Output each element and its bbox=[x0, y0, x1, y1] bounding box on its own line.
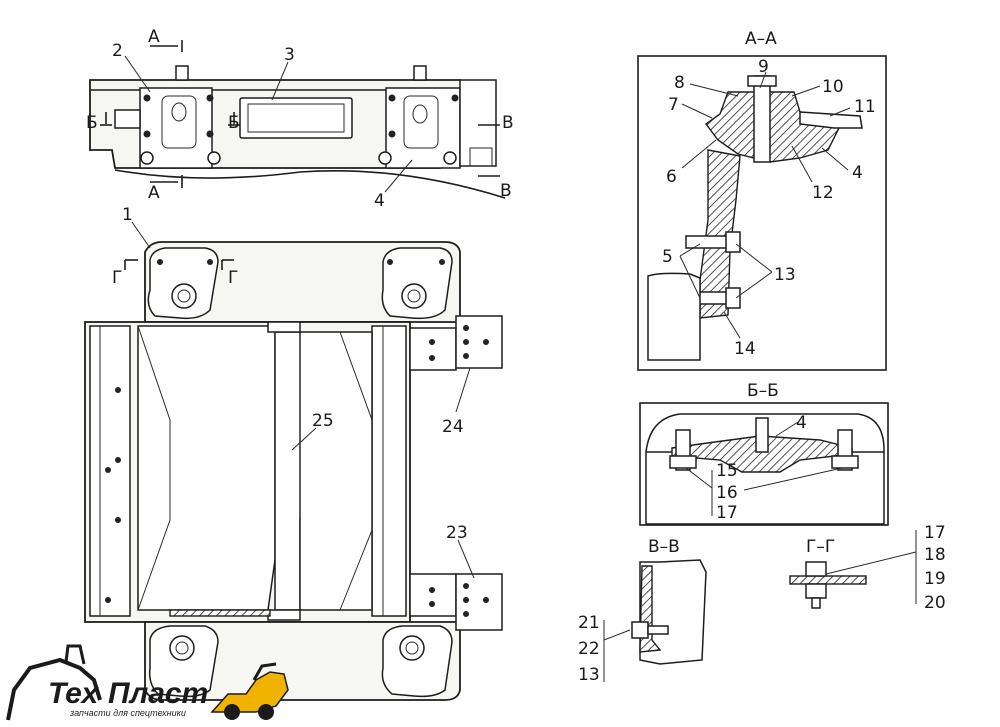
plan-view bbox=[84, 241, 503, 701]
callout-2: 2 bbox=[112, 41, 123, 61]
callout-aa-5: 5 bbox=[662, 247, 673, 267]
brand-name-part1: Тех bbox=[48, 677, 99, 710]
callout-bb-4: 4 bbox=[796, 413, 807, 433]
cut-mark-g-left: Г bbox=[112, 268, 122, 288]
callout-gg-17: 17 bbox=[924, 523, 946, 543]
section-title-bb: Б–Б bbox=[747, 381, 779, 401]
callout-aa-7: 7 bbox=[668, 95, 679, 115]
brand-logo bbox=[6, 644, 289, 721]
callout-aa-13: 13 bbox=[774, 265, 796, 285]
cut-mark-a-bottom: А bbox=[148, 183, 160, 203]
callout-bb-15: 15 bbox=[716, 461, 738, 481]
callout-aa-9: 9 bbox=[758, 57, 769, 77]
section-title-vv: В–В bbox=[648, 537, 680, 557]
callout-aa-14: 14 bbox=[734, 339, 756, 359]
callout-3: 3 bbox=[284, 45, 295, 65]
cut-mark-b-left: Б bbox=[86, 113, 98, 133]
section-title-gg: Г–Г bbox=[806, 537, 835, 557]
callout-bb-16: 16 bbox=[716, 483, 738, 503]
cut-mark-a-top: А bbox=[148, 27, 160, 47]
callout-1: 1 bbox=[122, 205, 133, 225]
callout-23: 23 bbox=[446, 523, 468, 543]
callout-vv-22: 22 bbox=[578, 639, 600, 659]
callout-bb-17: 17 bbox=[716, 503, 738, 523]
callout-vv-13: 13 bbox=[578, 665, 600, 685]
section-bb bbox=[639, 402, 889, 526]
callout-aa-11: 11 bbox=[854, 97, 876, 117]
callout-aa-6: 6 bbox=[666, 167, 677, 187]
section-title-aa: А–А bbox=[745, 29, 777, 49]
section-vv bbox=[631, 559, 707, 665]
cut-mark-g-right: Г bbox=[228, 268, 238, 288]
callout-aa-10: 10 bbox=[822, 77, 844, 97]
callout-aa-4: 4 bbox=[852, 163, 863, 183]
callout-gg-19: 19 bbox=[924, 569, 946, 589]
callout-gg-20: 20 bbox=[924, 593, 946, 613]
cut-mark-v-bottom: В bbox=[500, 181, 512, 201]
callout-aa-12: 12 bbox=[812, 183, 834, 203]
callout-4: 4 bbox=[374, 191, 385, 211]
callout-24: 24 bbox=[442, 417, 464, 437]
section-gg bbox=[789, 561, 867, 609]
callout-aa-8: 8 bbox=[674, 73, 685, 93]
brand-name-part2: Пласт bbox=[108, 677, 208, 710]
side-view bbox=[89, 40, 506, 199]
section-aa bbox=[637, 55, 887, 371]
cut-mark-v-top: В bbox=[502, 113, 514, 133]
callout-25: 25 bbox=[312, 411, 334, 431]
brand-tagline: запчасти для спецтехники bbox=[69, 708, 186, 718]
callout-gg-18: 18 bbox=[924, 545, 946, 565]
cut-mark-b-right: Б bbox=[228, 113, 240, 133]
callout-vv-21: 21 bbox=[578, 613, 600, 633]
